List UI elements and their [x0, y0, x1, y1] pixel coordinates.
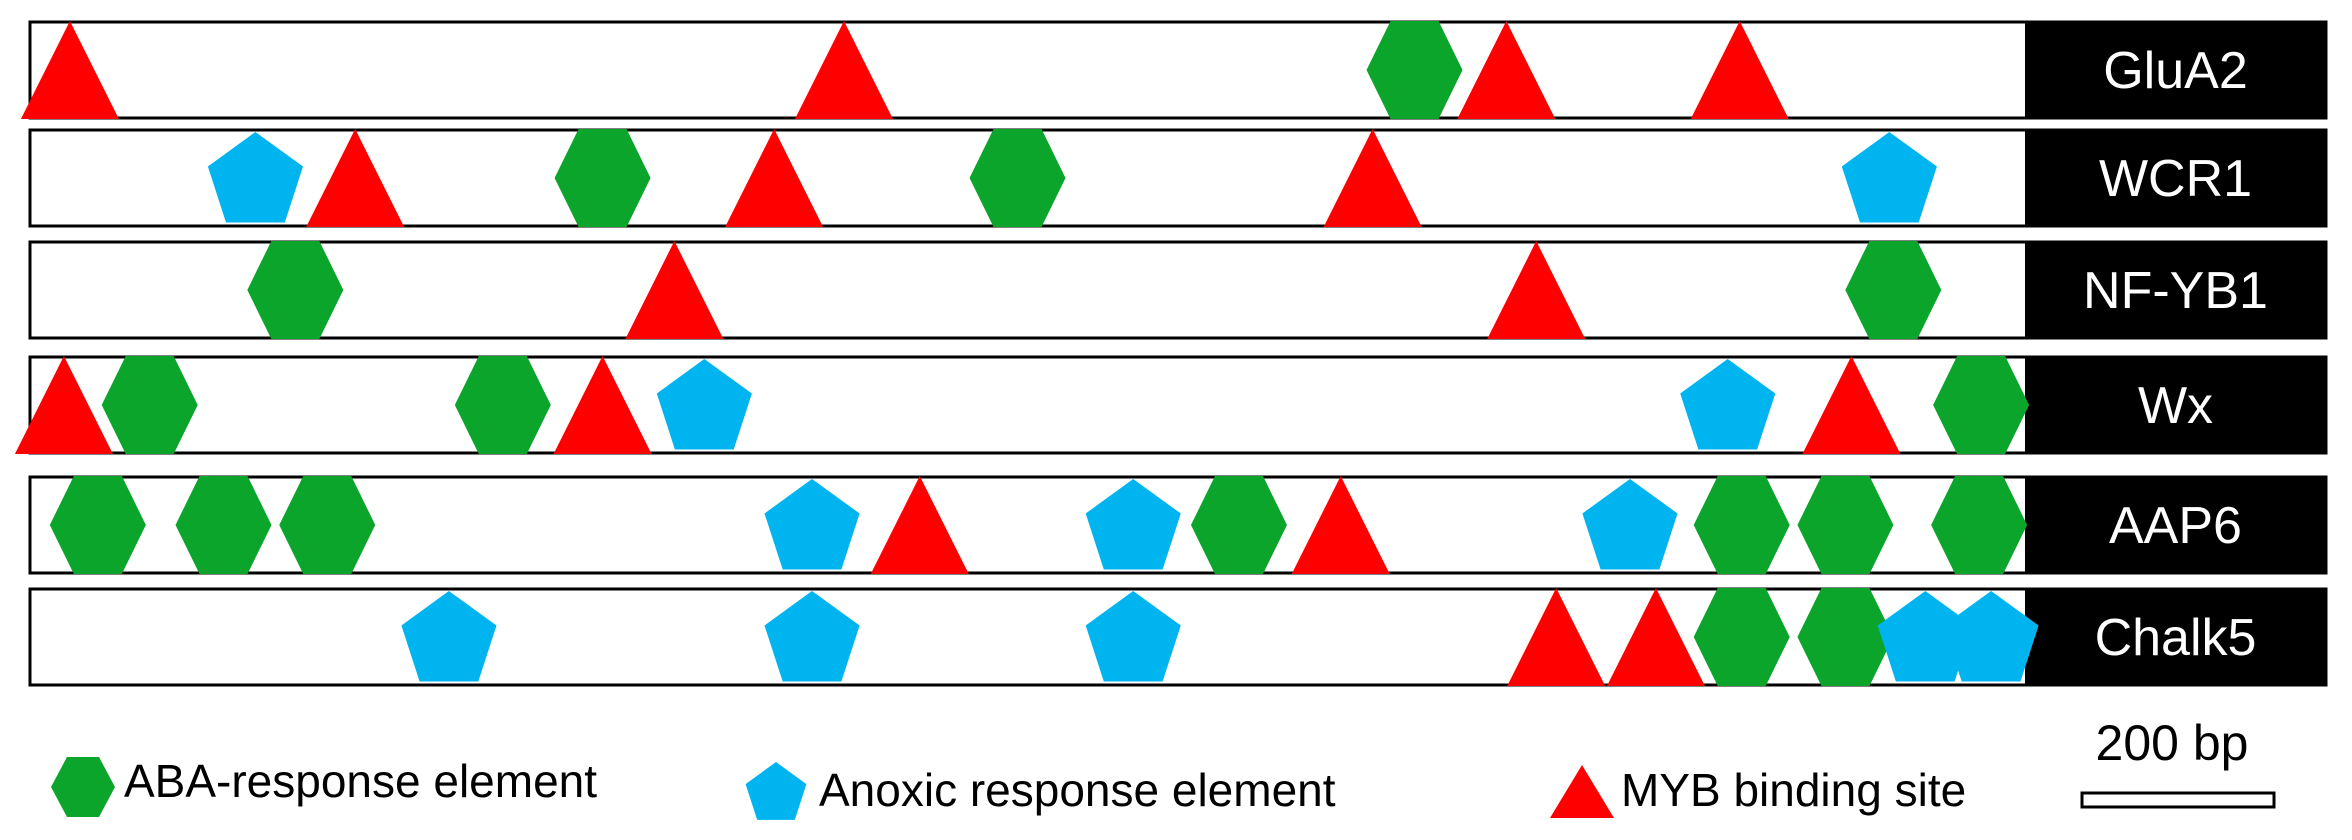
legend-label-anoxic: Anoxic response element: [819, 764, 1336, 816]
aba-response-element-hexagon: [1797, 476, 1894, 574]
scale-bar-label: 200 bp: [2096, 715, 2249, 771]
anoxic-response-element-pentagon: [1680, 359, 1776, 450]
anoxic-response-element-pentagon: [656, 359, 752, 450]
legend-label-aba: ABA-response element: [124, 755, 597, 807]
legend-item-myb: MYB binding site: [1550, 764, 1966, 818]
myb-binding-site-triangle: [1487, 241, 1586, 339]
myb-binding-site-triangle: [1457, 21, 1556, 119]
myb-binding-site-triangle: [725, 129, 824, 227]
aba-response-element-hexagon: [247, 241, 344, 339]
aba-response-element-hexagon: [969, 129, 1066, 227]
gene-track-wcr1: WCR1: [28, 128, 2328, 228]
aba-response-element-hexagon: [1845, 241, 1942, 339]
myb-binding-site-triangle: [20, 21, 119, 119]
gene-label-box: [2025, 477, 2326, 573]
anoxic-response-element-pentagon: [764, 591, 860, 682]
anoxic-response-element-pentagon: [764, 479, 860, 570]
promoter-track-line: [28, 20, 2328, 120]
gene-track-aap6: AAP6: [28, 475, 2328, 575]
anoxic-response-element-pentagon: [1841, 132, 1937, 223]
myb-binding-triangle-icon: [1550, 765, 1614, 818]
gene-name-label: GluA2: [2103, 42, 2248, 100]
anoxic-response-element-pentagon: [1877, 591, 1973, 682]
promoter-track-line: [28, 240, 2328, 340]
aba-response-element-hexagon: [454, 356, 551, 454]
gene-track-wx: Wx: [14, 355, 2328, 455]
gene-name-label: Chalk5: [2095, 609, 2257, 667]
gene-label-box: [2025, 130, 2326, 226]
gene-label-box: [2025, 242, 2326, 338]
gene-name-label: Wx: [2138, 377, 2213, 435]
gene-name-label: AAP6: [2109, 497, 2242, 555]
anoxic-response-element-pentagon: [1582, 479, 1678, 570]
aba-response-element-hexagon: [175, 476, 272, 574]
aba-response-element-hexagon: [49, 476, 146, 574]
aba-response-element-hexagon: [101, 356, 198, 454]
myb-binding-site-triangle: [306, 129, 405, 227]
gene-track-chalk5: Chalk5: [28, 587, 2328, 687]
myb-binding-site-triangle: [794, 21, 893, 119]
legend: ABA-response element Anoxic response ele…: [51, 755, 1966, 820]
aba-response-element-hexagon: [1366, 21, 1463, 119]
gene-track-glua2: GluA2: [20, 20, 2328, 120]
legend-label-myb: MYB binding site: [1621, 764, 1966, 816]
anoxic-response-element-pentagon: [1943, 591, 2039, 682]
myb-binding-site-triangle: [870, 476, 969, 574]
myb-binding-site-triangle: [1802, 356, 1901, 454]
myb-binding-site-triangle: [553, 356, 652, 454]
myb-binding-site-triangle: [14, 356, 113, 454]
anoxic-response-element-pentagon: [1085, 479, 1181, 570]
anoxic-response-pentagon-icon: [745, 762, 807, 820]
legend-item-aba: ABA-response element: [51, 755, 597, 817]
aba-response-element-hexagon: [1933, 356, 2030, 454]
aba-response-element-hexagon: [1931, 476, 2028, 574]
myb-binding-site-triangle: [1606, 588, 1705, 686]
gene-label-box: [2025, 357, 2326, 453]
aba-response-element-hexagon: [1190, 476, 1287, 574]
aba-response-element-hexagon: [1693, 588, 1790, 686]
anoxic-response-element-pentagon: [1085, 591, 1181, 682]
anoxic-response-element-pentagon: [207, 132, 303, 223]
aba-response-element-hexagon: [554, 129, 651, 227]
aba-response-element-hexagon: [1797, 588, 1894, 686]
aba-response-element-hexagon: [279, 476, 376, 574]
myb-binding-site-triangle: [625, 241, 724, 339]
myb-binding-site-triangle: [1690, 21, 1789, 119]
legend-item-anoxic: Anoxic response element: [745, 762, 1336, 820]
scale-bar: 200 bp: [2080, 715, 2276, 809]
myb-binding-site-triangle: [1291, 476, 1390, 574]
anoxic-response-element-pentagon: [401, 591, 497, 682]
promoter-track-line: [28, 128, 2328, 228]
aba-response-hexagon-icon: [51, 757, 115, 817]
aba-response-element-hexagon: [1693, 476, 1790, 574]
gene-label-box: [2025, 589, 2326, 685]
myb-binding-site-triangle: [1323, 129, 1422, 227]
myb-binding-site-triangle: [1507, 588, 1606, 686]
gene-name-label: NF-YB1: [2083, 262, 2268, 320]
gene-name-label: WCR1: [2099, 150, 2252, 208]
gene-label-box: [2025, 22, 2326, 118]
gene-track-nf-yb1: NF-YB1: [28, 240, 2328, 340]
scale-bar-line: [2080, 791, 2276, 809]
